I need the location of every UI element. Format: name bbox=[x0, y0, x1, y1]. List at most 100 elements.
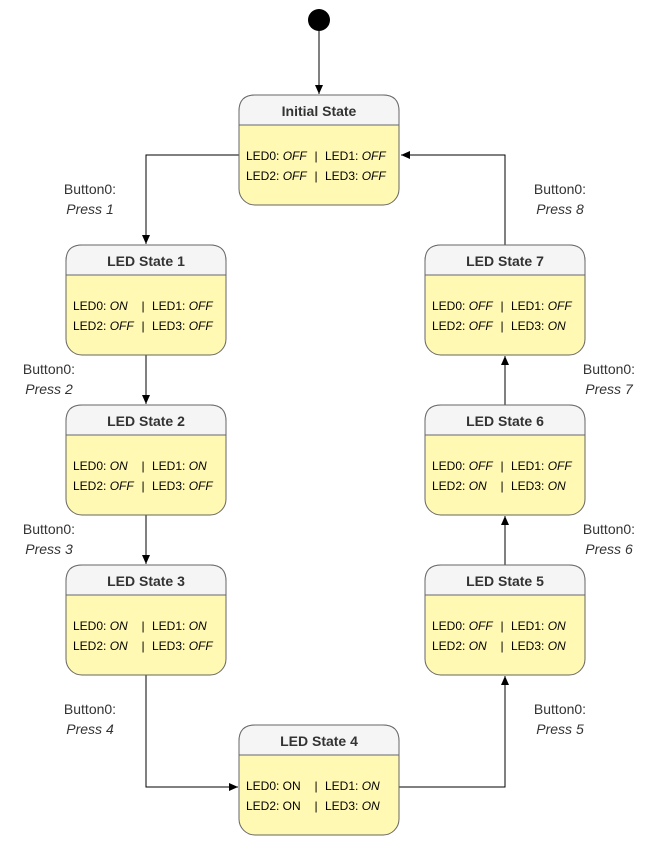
led-pair-left: LED2: ON bbox=[73, 639, 128, 653]
led-value: OFF bbox=[189, 299, 214, 313]
led-label: LED1: bbox=[511, 459, 544, 473]
led-label: LED2: bbox=[432, 479, 465, 493]
led-label: LED1: bbox=[325, 779, 358, 793]
led-label: LED1: bbox=[325, 149, 358, 163]
led-pair-right: LED3: ON bbox=[511, 479, 566, 493]
state-header bbox=[65, 244, 227, 276]
led-pair-right: LED3: OFF bbox=[152, 319, 213, 333]
led-value: ON bbox=[362, 799, 380, 813]
led-separator: | bbox=[314, 779, 317, 793]
led-label: LED2: bbox=[246, 169, 279, 183]
led-pair-right: LED3: OFF bbox=[152, 639, 213, 653]
led-pair-right: LED3: OFF bbox=[152, 479, 213, 493]
led-pair-right: LED1: OFF bbox=[325, 149, 386, 163]
state-title: LED State 7 bbox=[466, 253, 544, 269]
trigger-action: Press 3 bbox=[25, 541, 73, 557]
led-value: ON bbox=[548, 639, 566, 653]
trigger-action: Press 8 bbox=[536, 201, 584, 217]
transition-press-8 bbox=[401, 151, 506, 245]
trigger-event: Button0: bbox=[64, 701, 116, 717]
trigger-label-8: Button0: Press 8 bbox=[534, 181, 586, 217]
led-separator: | bbox=[141, 479, 144, 493]
led-separator: | bbox=[500, 299, 503, 313]
led-label: LED2: bbox=[73, 479, 106, 493]
trigger-event: Button0: bbox=[583, 521, 635, 537]
led-pair-right: LED3: ON bbox=[325, 799, 380, 813]
trigger-action: Press 5 bbox=[536, 721, 584, 737]
led-pair-left: LED2: ON bbox=[432, 479, 487, 493]
led-label: LED3: bbox=[152, 639, 185, 653]
trigger-event: Button0: bbox=[64, 181, 116, 197]
led-pair-left: LED2: ON bbox=[246, 799, 301, 813]
led-label: LED3: bbox=[152, 319, 185, 333]
initial-node bbox=[308, 9, 330, 31]
led-pair-left: LED2: OFF bbox=[73, 479, 134, 493]
led-pair-right: LED1: ON bbox=[152, 619, 207, 633]
led-separator: | bbox=[500, 319, 503, 333]
state-header bbox=[424, 404, 586, 436]
led-label: LED3: bbox=[511, 479, 544, 493]
trigger-label-5: Button0:Press 5 bbox=[534, 701, 586, 737]
state-header bbox=[424, 564, 586, 596]
trigger-label-2: Button0:Press 2 bbox=[23, 361, 75, 397]
led-separator: | bbox=[314, 149, 317, 163]
led-pair-right: LED1: OFF bbox=[152, 299, 213, 313]
led-pair-right: LED1: ON bbox=[325, 779, 380, 793]
trigger-label-7: Button0:Press 7 bbox=[583, 361, 635, 397]
led-value: ON bbox=[469, 479, 487, 493]
led-pair-left: LED0: OFF bbox=[432, 619, 493, 633]
led-pair-right: LED3: ON bbox=[511, 319, 566, 333]
led-label: LED0: bbox=[73, 459, 106, 473]
led-separator: | bbox=[314, 799, 317, 813]
led-pair-left: LED2: OFF bbox=[432, 319, 493, 333]
transitions bbox=[142, 31, 509, 791]
led-label: LED3: bbox=[511, 319, 544, 333]
led-pair-left: LED0: OFF bbox=[246, 149, 307, 163]
state-s7[interactable]: LED State 7 LED0: OFF | LED1: OFF LED2: OFF |… bbox=[424, 244, 586, 356]
led-pair-right: LED1: OFF bbox=[511, 459, 572, 473]
led-separator: | bbox=[141, 299, 144, 313]
led-value: OFF bbox=[469, 619, 494, 633]
led-pair-right: LED1: ON bbox=[511, 619, 566, 633]
led-separator: | bbox=[141, 639, 144, 653]
led-pair-right: LED1: OFF bbox=[511, 299, 572, 313]
led-pair-left: LED0: OFF bbox=[432, 299, 493, 313]
state-title: LED State 2 bbox=[107, 413, 185, 429]
led-label: LED1: bbox=[511, 619, 544, 633]
transition-press-1 bbox=[142, 154, 239, 244]
trigger-event: Button0: bbox=[534, 181, 586, 197]
state-header bbox=[424, 244, 586, 276]
trigger-event: Button0: bbox=[583, 361, 635, 377]
led-pair-left: LED2: OFF bbox=[73, 319, 134, 333]
led-value: OFF bbox=[110, 479, 135, 493]
led-label: LED1: bbox=[152, 299, 185, 313]
state-title: LED State 3 bbox=[107, 573, 185, 589]
led-label: LED3: bbox=[325, 799, 358, 813]
led-label: LED1: bbox=[152, 619, 185, 633]
led-value: ON bbox=[548, 479, 566, 493]
led-value: ON bbox=[548, 319, 566, 333]
led-value: OFF bbox=[469, 299, 494, 313]
state-title: LED State 6 bbox=[466, 413, 544, 429]
led-value: ON bbox=[110, 619, 128, 633]
led-label: LED0: ON bbox=[246, 779, 301, 793]
led-value: OFF bbox=[362, 149, 387, 163]
led-label: LED2: bbox=[73, 319, 106, 333]
led-value: OFF bbox=[469, 319, 494, 333]
state-header bbox=[238, 724, 400, 756]
led-label: LED0: bbox=[73, 299, 106, 313]
trigger-label-3: Button0:Press 3 bbox=[23, 521, 75, 557]
led-value: OFF bbox=[189, 479, 214, 493]
led-value: OFF bbox=[110, 319, 135, 333]
led-value: ON bbox=[110, 299, 128, 313]
led-value: OFF bbox=[362, 169, 387, 183]
